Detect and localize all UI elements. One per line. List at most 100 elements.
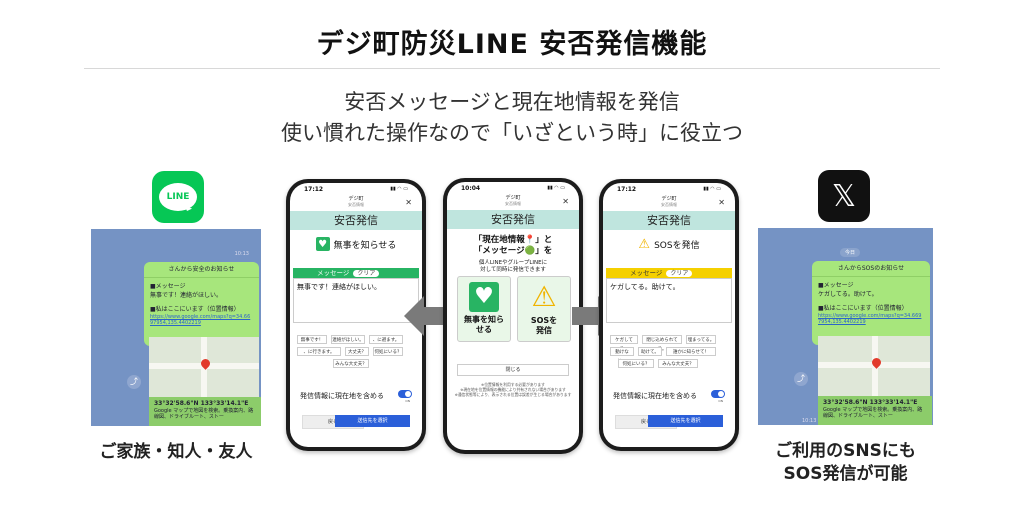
template-chip[interactable]: 大丈夫？ (345, 347, 369, 356)
safe-report-button[interactable]: ♥ 無事を知らせる (457, 276, 511, 342)
message-label: メッセージ (630, 269, 663, 277)
template-chip[interactable]: 動けない。 (610, 347, 634, 364)
app-sub: 安否情報 (505, 201, 521, 206)
chat-line-label: ■メッセージ (818, 282, 854, 289)
heart-icon: ♥ (469, 282, 499, 312)
select-recipients-button[interactable]: 送信先を選択 (335, 415, 410, 427)
template-chip[interactable]: 連絡がほしい。 (331, 335, 365, 344)
template-chip[interactable]: 誰かに知らせて！ (666, 347, 716, 356)
note-line: ※通信状態等により、表示される位置は誤差が生じる場合があります (454, 392, 572, 397)
coord-card[interactable]: 33°32'58.6"N 133°33'14.1"E Google マップで地図… (818, 396, 932, 425)
chat-map-link[interactable]: https://www.google.com/maps?q=34.6697954… (150, 314, 251, 326)
close-icon[interactable]: ✕ (405, 198, 412, 207)
close-button[interactable]: 閉じる (457, 364, 569, 376)
template-chip[interactable]: 閉じ込められてる。 (642, 335, 682, 352)
template-chip[interactable]: 埋まってる。 (686, 335, 716, 344)
safe-report-label: 無事を知らせる (464, 315, 504, 334)
selected-mode: ♥無事を知らせる (290, 237, 422, 251)
right-caption-line1: ご利用のSNSにも (775, 441, 916, 461)
chat-message-header: さんから安全のお知らせ (144, 262, 259, 278)
divider (84, 68, 940, 69)
chat-line-message: 無事です！連絡がほしい。 (150, 292, 223, 299)
phone-menu: 10:04 ▮▮ ◠ ▭ デジ町安否情報 ✕ 安否発信 「現在地情報📍」と 「メ… (443, 178, 583, 454)
location-toggle[interactable] (398, 390, 412, 398)
app-sub: 安否情報 (348, 202, 364, 207)
clear-button[interactable]: クリア (353, 270, 380, 277)
status-icons: ▮▮ ◠ ▭ (703, 186, 721, 192)
sos-button[interactable]: ⚠ SOSを発信 (517, 276, 571, 342)
coord-desc: Google マップで地図を検索。乗換案内、路線図、ドライブルート、ストー (154, 408, 254, 420)
notes: ※位置情報を利用する必要があります ※現在地を位置情報の機能により共有されない場… (447, 382, 579, 397)
select-recipients-button[interactable]: 送信先を選択 (648, 415, 723, 427)
message-label-bar: メッセージクリア (293, 268, 419, 278)
x-logo-text: 𝕏 (831, 178, 857, 214)
selected-mode: ⚠SOSを発信 (603, 237, 735, 252)
share-icon[interactable]: ⤴ (127, 375, 141, 389)
heart-icon: ♥ (315, 237, 330, 251)
template-chips: ケガしてる。 閉じ込められてる。 埋まってる。 動けない。 助けて。 誰かに知ら… (606, 331, 732, 375)
note-line: ※現在地を位置情報の機能により共有されない場合があります (460, 387, 566, 392)
screen-banner: 安否発信 (603, 211, 735, 230)
close-icon[interactable]: ✕ (562, 197, 569, 206)
location-toggle[interactable] (711, 390, 725, 398)
toggle-state: ON (718, 399, 723, 403)
toggle-label: 発信情報に現在地を含める (300, 392, 384, 400)
intro-line1: 「現在地情報📍」と (473, 235, 553, 245)
subtitle-line2: 使い慣れた操作なので「いざという時」に役立つ (281, 121, 743, 145)
selected-mode-label: SOSを発信 (654, 241, 700, 251)
close-icon[interactable]: ✕ (718, 198, 725, 207)
template-chip[interactable]: みんな大丈夫？ (658, 359, 698, 368)
chat-line-location-label: ■私はここにいます（位置情報） (150, 306, 240, 313)
template-chip[interactable]: ケガしてる。 (610, 335, 638, 352)
toggle-label: 発信情報に現在地を含める (613, 392, 697, 400)
phone-safe-report: 17:12 ▮▮ ◠ ▭ デジ町安否情報 ✕ 安否発信 ♥無事を知らせる メッセ… (286, 179, 426, 451)
coord-text: 33°32'58.6"N 133°33'14.1"E (823, 399, 918, 406)
message-textarea[interactable]: 無事です！連絡がほしい。 (293, 278, 419, 323)
template-chip[interactable]: 、に行きます。 (297, 347, 341, 356)
sos-label: SOSを発信 (530, 316, 558, 335)
subtitle-line1: 安否メッセージと現在地情報を発信 (344, 90, 680, 114)
chat-map-link[interactable]: https://www.google.com/maps?q=34.6697954… (818, 313, 922, 325)
status-time: 17:12 (304, 186, 324, 193)
status-time: 17:12 (617, 186, 637, 193)
coord-card[interactable]: 33°32'58.6"N 133°33'14.1"E Google マップで地図… (149, 397, 261, 426)
left-caption: ご家族・知人・友人 (99, 442, 253, 462)
template-chip[interactable]: みんな大丈夫？ (333, 359, 369, 368)
status-icons: ▮▮ ◠ ▭ (547, 185, 565, 191)
map-thumbnail[interactable] (818, 336, 930, 396)
chat-message-bubble: さんから安全のお知らせ ■メッセージ 無事です！連絡がほしい。 ■私はここにいま… (144, 262, 259, 346)
warning-icon: ⚠ (638, 237, 651, 252)
right-caption-line2: SOS発信が可能 (783, 464, 908, 484)
template-chip[interactable]: 何処にいる？ (618, 359, 654, 368)
app-name: デジ町 (661, 196, 677, 202)
intro-small1: 個人LINEやグループLINEに (478, 260, 548, 266)
location-toggle-row: 発信情報に現在地を含める ON (613, 390, 725, 403)
line-bubble-icon: LINE (159, 183, 197, 211)
template-chip[interactable]: 無事です！ (297, 335, 327, 344)
note-line: ※位置情報を利用する必要があります (481, 382, 545, 387)
template-chip[interactable]: 、に避ます。 (369, 335, 403, 344)
app-name: デジ町 (505, 195, 521, 201)
location-toggle-row: 発信情報に現在地を含める ON (300, 390, 412, 403)
line-app-icon: LINE (152, 171, 204, 223)
template-chips: 無事です！ 連絡がほしい。 、に避ます。 、に行きます。 大丈夫？ 何処にいる？… (293, 331, 419, 375)
map-thumbnail[interactable] (149, 337, 259, 397)
selected-mode-label: 無事を知らせる (333, 240, 397, 251)
template-chip[interactable]: 何処にいる？ (373, 347, 403, 356)
chat-time: 10:13 (802, 418, 817, 424)
app-header: デジ町安否情報 (447, 195, 579, 207)
screen-banner: 安否発信 (290, 211, 422, 230)
coord-text: 33°32'58.6"N 133°33'14.1"E (154, 400, 249, 407)
status-icons: ▮▮ ◠ ▭ (390, 186, 408, 192)
chat-day-badge: 今日 (840, 248, 861, 257)
coord-desc: Google マップで地図を検索。乗換案内、路線図、ドライブルート、ストー (823, 407, 923, 419)
x-app-icon: 𝕏 (818, 170, 870, 222)
template-chip[interactable]: 助けて。 (638, 347, 662, 356)
share-icon[interactable]: ⤴ (794, 372, 808, 386)
intro-lines: 「現在地情報📍」と 「メッセージ🟢」を (447, 235, 579, 257)
chat-line-location-label: ■私はここにいます（位置情報） (818, 305, 908, 312)
clear-button[interactable]: クリア (666, 270, 693, 277)
message-textarea[interactable]: ケガしてる。助けて。 (606, 278, 732, 323)
app-header: デジ町安否情報 (290, 196, 422, 208)
chat-message-bubble: さんからSOSのお知らせ ■メッセージ ケガしてる。助けて。 ■私はここにいます… (812, 261, 930, 345)
